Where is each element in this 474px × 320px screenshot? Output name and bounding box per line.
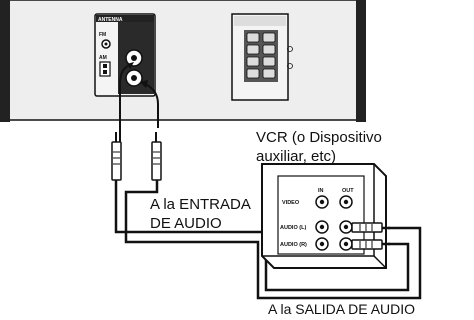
antenna-label: ANTENNA xyxy=(98,17,123,23)
am-label: AM xyxy=(99,55,107,61)
insert-arrows xyxy=(119,62,159,152)
speaker-terminals xyxy=(231,13,293,101)
entrada-label-line2: DE AUDIO xyxy=(150,215,222,232)
vcr-audio-r-label: AUDIO (R) xyxy=(280,242,307,248)
vcr-out-label: OUT xyxy=(342,188,354,194)
fm-label: FM xyxy=(99,32,106,38)
rca-plugs-to-vcr xyxy=(351,222,390,250)
main-unit-rear-panel: ANTENNA FM AM xyxy=(0,0,474,122)
entrada-label-line1: A la ENTRADA xyxy=(150,196,251,213)
am-antenna-terminal[interactable] xyxy=(99,61,111,77)
vcr-in-label: IN xyxy=(318,188,324,194)
vcr-audio-l-label: AUDIO (L) xyxy=(280,225,306,231)
vcr-device: IN OUT VIDEO AUDIO (L) AUDIO (R) xyxy=(261,163,387,269)
salida-label: A la SALIDA DE AUDIO xyxy=(268,301,415,317)
antenna-aux-panel: ANTENNA FM AM xyxy=(94,13,156,97)
vcr-video-label: VIDEO xyxy=(282,200,300,206)
vcr-label-line1: VCR (o Dispositivo xyxy=(256,129,382,146)
vcr-label-line2: auxiliar, etc) xyxy=(256,148,336,165)
audio-cables xyxy=(114,180,422,300)
